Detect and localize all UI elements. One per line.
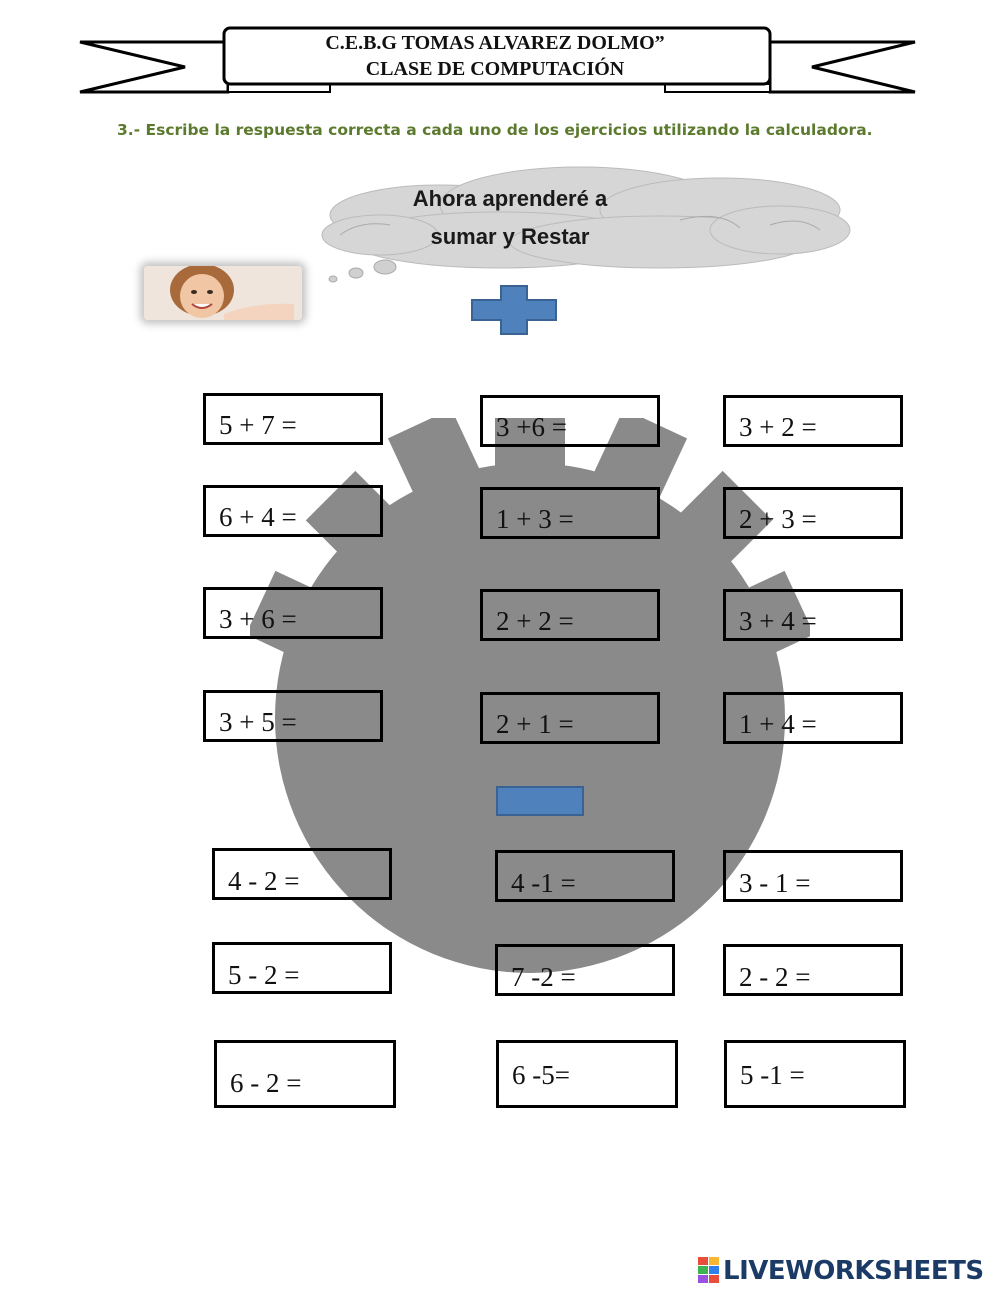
header-ribbon [79,26,916,94]
subtraction-box[interactable]: 3 - 1 = [723,850,903,902]
addition-box[interactable]: 3 + 4 = [723,589,903,641]
addition-box[interactable]: 1 + 4 = [723,692,903,744]
liveworksheets-wordmark: LIVEWORKSHEETS [723,1256,984,1286]
addition-box[interactable]: 2 + 2 = [480,589,660,641]
subtraction-box[interactable]: 4 -1 = [495,850,675,902]
liveworksheets-icon [698,1257,719,1283]
thought-bubble-text: Ahora aprenderé a sumar y Restar [360,180,660,256]
subtraction-box[interactable]: 7 -2 = [495,944,675,996]
addition-box[interactable]: 3 + 2 = [723,395,903,447]
class-name: CLASE DE COMPUTACIÓN [365,58,625,80]
school-name: C.E.B.G TOMAS ALVAREZ DOLMO” [325,32,665,54]
header-title: C.E.B.G TOMAS ALVAREZ DOLMO” CLASE DE CO… [230,30,760,82]
addition-box[interactable]: 3 +6 = [480,395,660,447]
subtraction-box[interactable]: 2 - 2 = [723,944,903,996]
addition-box[interactable]: 3 + 6 = [203,587,383,639]
addition-box[interactable]: 2 + 3 = [723,487,903,539]
addition-box[interactable]: 2 + 1 = [480,692,660,744]
addition-box[interactable]: 3 + 5 = [203,690,383,742]
minus-icon [496,786,584,816]
thought-cloud [321,166,851,283]
instructions-text: 3.- Escribe la respuesta correcta a cada… [117,121,873,139]
girl-photo [144,266,302,320]
addition-box[interactable]: 1 + 3 = [480,487,660,539]
plus-icon [471,285,557,335]
addition-box[interactable]: 5 + 7 = [203,393,383,445]
subtraction-box[interactable]: 4 - 2 = [212,848,392,900]
thought-line-1: Ahora aprenderé a [412,186,608,211]
subtraction-box[interactable]: 5 -1 = [724,1040,906,1108]
subtraction-box[interactable]: 6 - 2 = [214,1040,396,1108]
addition-box[interactable]: 6 + 4 = [203,485,383,537]
subtraction-box[interactable]: 5 - 2 = [212,942,392,994]
thought-line-2: sumar y Restar [430,224,590,249]
liveworksheets-logo[interactable]: LIVEWORKSHEETS [698,1256,984,1286]
subtraction-box[interactable]: 6 -5= [496,1040,678,1108]
